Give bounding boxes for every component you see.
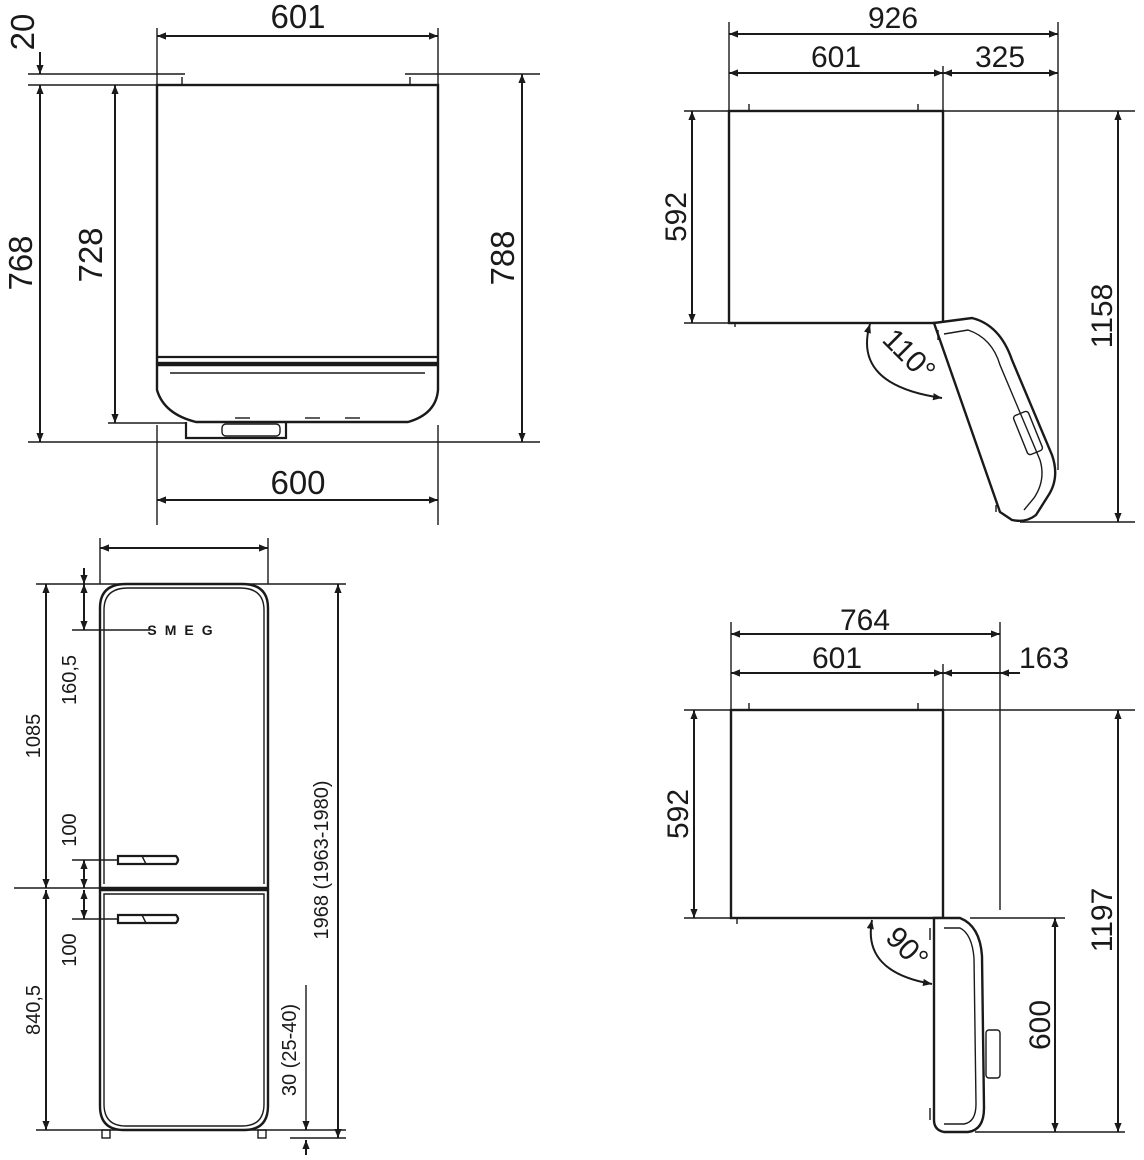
door-open-90 <box>932 916 986 1134</box>
dim-bottom-right-door-width: 600 <box>1024 1000 1057 1050</box>
dim-top-left-gap: 20 <box>4 14 41 51</box>
dim-top-right-overall-width: 926 <box>868 2 918 35</box>
dim-top-left-width-bottom: 600 <box>270 464 325 501</box>
dim-bottom-right-overall-depth: 1197 <box>1086 888 1119 953</box>
upper-handle <box>116 854 180 866</box>
foot-right <box>257 1129 267 1139</box>
dim-top-right-body-depth: 592 <box>660 192 693 242</box>
door-open-110 <box>932 316 1057 523</box>
brand-logo: SMEG <box>147 622 220 638</box>
dim-bottom-right-door-extension: 163 <box>1019 642 1069 675</box>
appliance-body-top <box>155 83 440 365</box>
appliance-body-top-90 <box>729 708 945 920</box>
front-elevation-view: SMEG 1085 160,5 100 100 840,5 <box>14 538 346 1155</box>
appliance-body-top-110 <box>727 109 945 325</box>
bottom-right-plan-view-90: 764 601 163 592 600 1197 90° <box>662 604 1135 1134</box>
dim-top-left-height: 768 <box>2 235 39 290</box>
dim-front-upper-section: 1085 <box>23 714 45 759</box>
dim-top-left-width-top: 601 <box>270 0 325 35</box>
dim-top-left-inner-height: 728 <box>72 227 109 282</box>
dim-front-total-height: 1968 (1963-1980) <box>311 780 333 939</box>
dim-front-handle-gap-upper: 100 <box>59 813 81 846</box>
dim-front-lower-section: 840,5 <box>23 985 45 1035</box>
dim-bottom-right-body-width: 601 <box>812 642 862 675</box>
top-right-plan-view-110: 926 601 325 592 1158 110° <box>660 2 1135 523</box>
dim-bottom-right-overall-width: 764 <box>840 604 890 637</box>
dim-top-right-door-extension: 325 <box>975 41 1025 74</box>
dim-front-foot-height: 30 (25-40) <box>279 1004 301 1096</box>
foot-left <box>101 1129 111 1139</box>
top-left-plan-view: 601 600 20 768 728 788 <box>2 0 540 525</box>
freezer-door-lower <box>98 888 270 1132</box>
dim-top-right-body-width: 601 <box>811 41 861 74</box>
dim-top-left-right-height: 788 <box>484 230 521 285</box>
lower-handle <box>116 913 180 925</box>
dim-top-right-overall-depth: 1158 <box>1086 284 1119 349</box>
dim-front-handle-gap-lower: 100 <box>59 933 81 966</box>
dim-front-top-offset: 160,5 <box>59 655 81 705</box>
door-outline <box>155 363 440 424</box>
dim-bottom-right-body-depth: 592 <box>662 789 695 839</box>
